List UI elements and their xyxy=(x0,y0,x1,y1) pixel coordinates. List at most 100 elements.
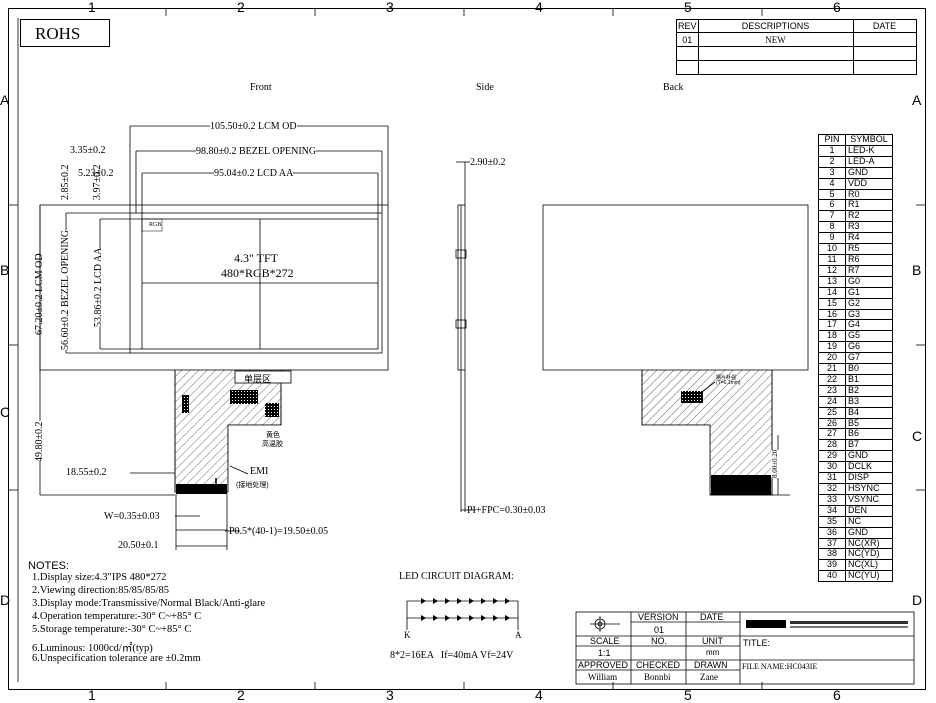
dim-pi-fpc: PI+FPC=0.30±0.03 xyxy=(467,505,546,516)
pin-number: 22 xyxy=(818,373,846,386)
pin-symbol: R1 xyxy=(845,199,893,212)
pin-number: 25 xyxy=(818,406,846,419)
pin-number: 21 xyxy=(818,363,846,375)
pin-symbol: R3 xyxy=(845,221,893,234)
pin-number: 18 xyxy=(818,330,846,343)
dim-left-523: 5.23±0.2 xyxy=(78,168,114,179)
back-view xyxy=(542,204,809,496)
pin-symbol: R6 xyxy=(845,253,893,266)
pin-number: 38 xyxy=(818,548,846,561)
steel-plate-label: 钢片补强 xyxy=(716,375,737,381)
pin-number: 30 xyxy=(818,461,846,474)
pin-symbol: GND xyxy=(845,166,893,179)
pin-symbol: R0 xyxy=(845,188,893,201)
pin-number: 20 xyxy=(818,352,846,365)
dim-lcd-aa-width: 95.04±0.2 LCD AA xyxy=(214,168,294,179)
pin-number: 33 xyxy=(818,493,846,506)
no-label: NO. xyxy=(651,636,668,646)
date-label: DATE xyxy=(700,612,724,622)
pin-number: 27 xyxy=(818,428,846,441)
pin-symbol: B6 xyxy=(845,428,893,441)
panel-size-label: 4.3" TFT xyxy=(234,251,279,265)
col-number: 3 xyxy=(386,0,394,15)
col-number: 2 xyxy=(237,687,245,703)
pin-symbol: B4 xyxy=(845,406,893,419)
pin-symbol: NC(XR) xyxy=(845,537,893,550)
row-letter: D xyxy=(0,592,11,608)
checked-label: CHECKED xyxy=(636,660,681,670)
pin-symbol: B0 xyxy=(845,363,893,375)
pin-symbol: GND xyxy=(845,526,893,539)
pin-symbol: B2 xyxy=(845,384,893,397)
pin-number: 6 xyxy=(818,199,846,212)
drawn-label: DRAWN xyxy=(694,660,728,670)
pin-symbol: B5 xyxy=(845,417,893,430)
emi-label: EMI xyxy=(250,466,269,477)
note-item: 6.Unspecification tolerance are ±0.2mm xyxy=(32,653,201,664)
pin-symbol: R4 xyxy=(845,232,893,245)
note-item: 6.Luminous: 1000cd/㎡(typ) xyxy=(32,643,153,654)
row-letter: B xyxy=(0,262,10,278)
pin-symbol: NC(YD) xyxy=(845,548,893,561)
led-circuit xyxy=(406,598,519,630)
note-item: 2.Viewing direction:85/85/85/85 xyxy=(32,585,170,596)
led-spec: 8*2=16EA If=40mA Vf=24V xyxy=(390,650,514,661)
row-letter: A xyxy=(0,92,10,108)
col-number: 1 xyxy=(88,687,96,703)
pin-number: 24 xyxy=(818,395,846,408)
note-item: 1.Display size:4.3"IPS 480*272 xyxy=(32,572,167,583)
col-number: 3 xyxy=(386,687,394,703)
pin-number: 39 xyxy=(818,559,846,572)
file-name: FILE NAME:HC043IE xyxy=(742,662,818,671)
pin-number: 34 xyxy=(818,504,846,517)
dim-fpc-width: 20.50±0.1 xyxy=(118,540,159,551)
pin-header: PIN xyxy=(818,134,846,146)
approved-label: APPROVED xyxy=(578,660,629,670)
pin-symbol: G0 xyxy=(845,275,893,288)
pin-number: 28 xyxy=(818,439,846,452)
col-number: 6 xyxy=(833,687,841,703)
pin-symbol: DISP xyxy=(845,472,893,484)
pin-symbol: B1 xyxy=(845,373,893,386)
dim-pitch: P0.5*(40-1)=19.50±0.05 xyxy=(229,526,329,537)
col-number: 1 xyxy=(88,0,96,15)
rgb-marker: RGB xyxy=(149,222,162,228)
steel-thickness-label: (T=0.1mm) xyxy=(716,380,741,386)
panel-resolution-label: 480*RGB*272 xyxy=(221,266,294,280)
drawn-by: Zane xyxy=(700,672,718,682)
pin-number: 3 xyxy=(818,166,846,179)
view-label-back: Back xyxy=(663,82,684,93)
title-label: TITLE: xyxy=(743,638,771,648)
note-item: 4.Operation temperature:-30° C~+85° C xyxy=(32,611,202,622)
company-logo xyxy=(746,617,910,629)
pin-number: 35 xyxy=(818,515,846,528)
note-item: 5.Storage temperature:-30° C~+85° C xyxy=(32,624,192,635)
pin-number: 29 xyxy=(818,450,846,463)
col-number: 4 xyxy=(535,0,543,15)
